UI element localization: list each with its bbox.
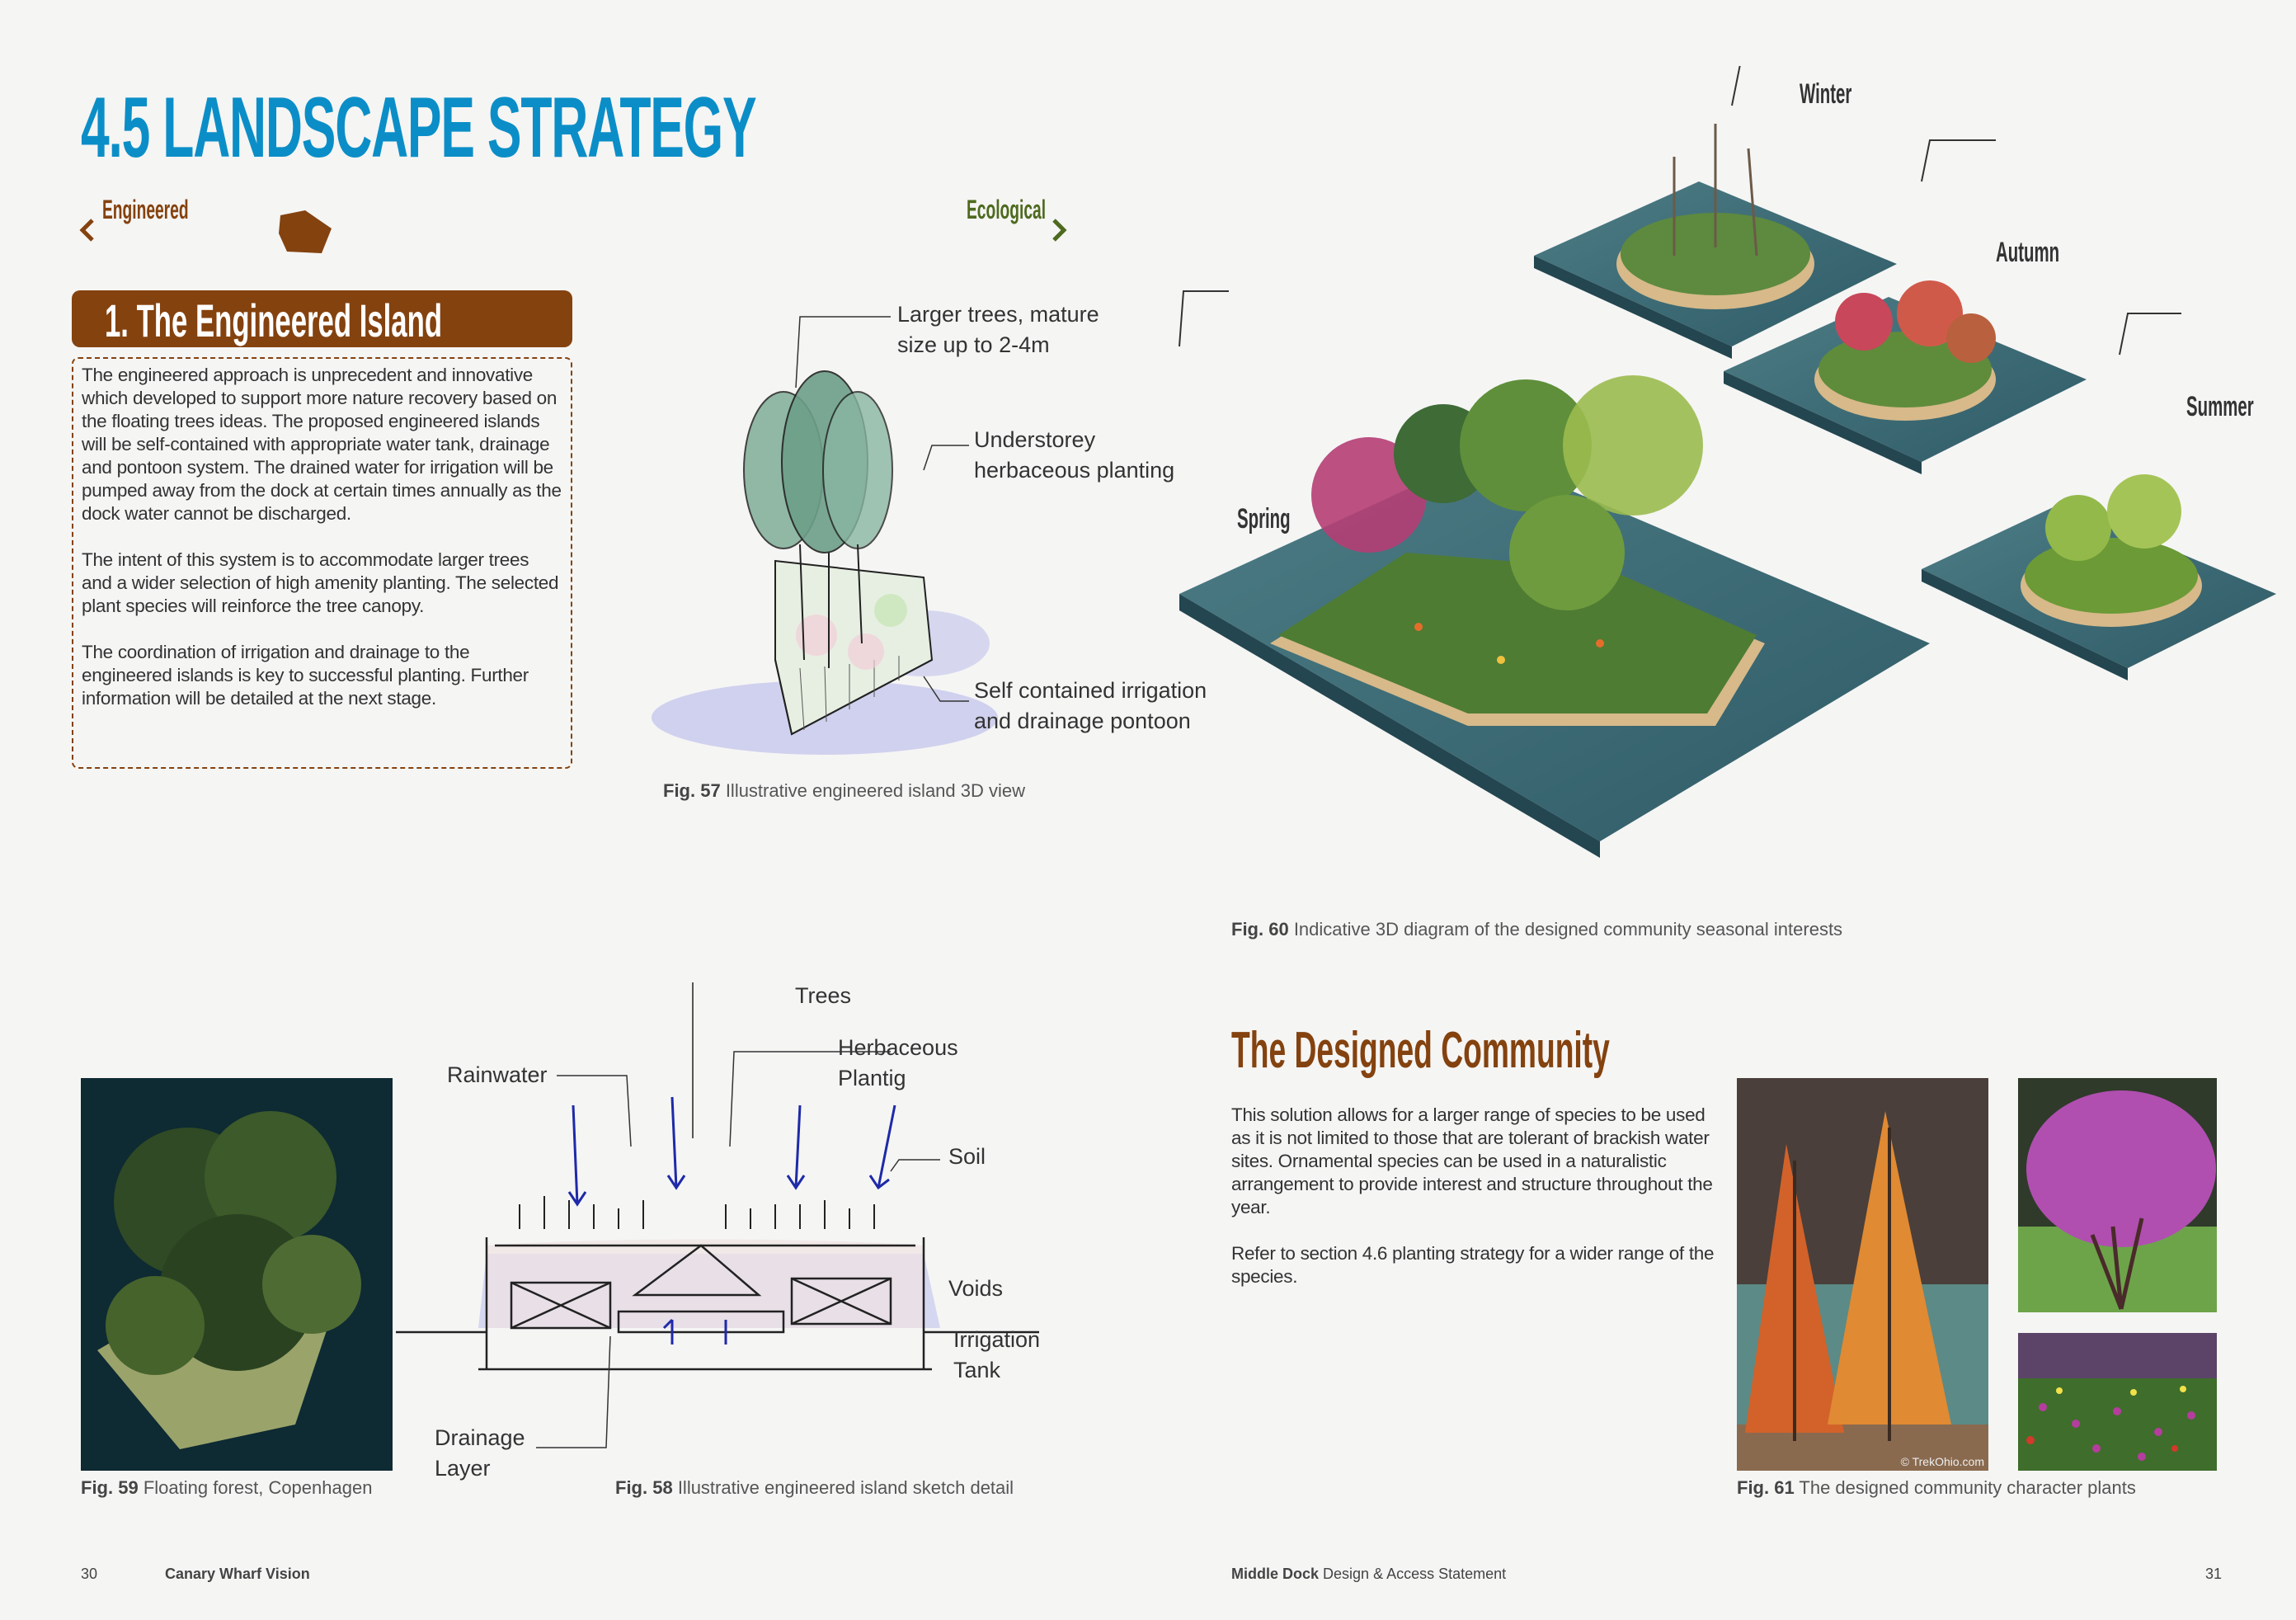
description-paragraph: The engineered approach is unprecedent a… — [82, 365, 562, 524]
section-title: 1. The Engineered Island — [105, 294, 443, 346]
scale-marker — [279, 210, 332, 253]
description-paragraph: The intent of this system is to accommod… — [82, 549, 559, 616]
island-section-sketch — [396, 982, 1039, 1448]
fig59-caption: Fig. 59 Floating forest, Copenhagen — [81, 1477, 373, 1498]
summer-island — [1922, 474, 2276, 680]
floating-forest-photo — [81, 1078, 393, 1471]
community-text: This solution allows for a larger range … — [1231, 1104, 1715, 1287]
fig58-label-trees: Trees — [795, 983, 852, 1008]
fig60-caption: Fig. 60 Indicative 3D diagram of the des… — [1231, 919, 1843, 940]
description-box: The engineered approach is unprecedent a… — [72, 357, 572, 769]
winter-island — [1534, 124, 1897, 359]
engineered-ecological-scale — [79, 210, 1067, 253]
season-label-winter: Winter — [1800, 78, 1852, 110]
photo-watermark: © TrekOhio.com — [1901, 1455, 1984, 1468]
fig57-caption: Fig. 57 Illustrative engineered island 3… — [663, 780, 1026, 801]
redbud-tree-photo — [2018, 1078, 2217, 1312]
engineered-island-3d-sketch — [652, 316, 998, 755]
community-title: The Designed Community — [1231, 1022, 1610, 1079]
season-label-autumn: Autumn — [1996, 237, 2060, 268]
fig58-label-soil: Soil — [948, 1144, 986, 1169]
tulip-field-photo — [2018, 1333, 2217, 1471]
page-number-right: 31 — [2205, 1566, 2223, 1582]
page-number-left: 30 — [81, 1566, 98, 1582]
autumn-island — [1724, 280, 2087, 474]
seasonal-3d-diagram — [1179, 66, 2276, 858]
footer-left-title: Canary Wharf Vision — [165, 1566, 310, 1582]
fig58-label-rainwater: Rainwater — [447, 1062, 548, 1087]
autumn-tree-photo: © TrekOhio.com — [1737, 1078, 1988, 1471]
page-title: 4.5 LANDSCAPE STRATEGY — [81, 80, 757, 176]
season-label-spring: Spring — [1237, 503, 1291, 535]
arrow-right-icon — [1052, 219, 1067, 242]
arrow-left-icon — [79, 219, 94, 242]
description-paragraph: The coordination of irrigation and drain… — [82, 642, 529, 709]
scale-label-ecological: Ecological — [967, 195, 1047, 224]
season-label-summer: Summer — [2186, 391, 2254, 422]
fig58-caption: Fig. 58 Illustrative engineered island s… — [615, 1477, 1014, 1498]
fig58-label-voids: Voids — [948, 1276, 1004, 1301]
section-header: 1. The Engineered Island — [72, 290, 572, 347]
footer-right-title: Middle Dock Design & Access Statement — [1231, 1566, 1507, 1582]
spring-island — [1179, 375, 1930, 858]
scale-label-engineered: Engineered — [102, 195, 189, 224]
fig61-caption: Fig. 61 The designed community character… — [1737, 1477, 2136, 1498]
